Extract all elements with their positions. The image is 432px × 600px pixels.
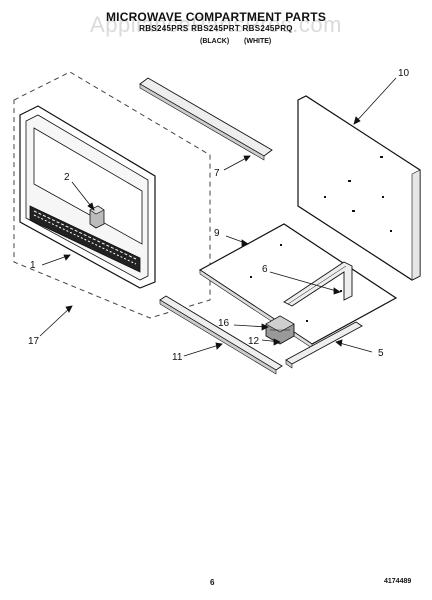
air-duct <box>283 261 353 307</box>
model-numbers: RBS245PRS RBS245PRT RBS245PRQ <box>139 24 293 33</box>
rear-panel <box>297 95 421 281</box>
side-rail-right <box>285 321 363 369</box>
watermark: AppliancePartsPros.com <box>90 12 342 37</box>
callout-6: 6 <box>262 264 268 275</box>
callout-1: 1 <box>30 260 36 271</box>
callout-9: 9 <box>214 228 220 239</box>
callout-11: 11 <box>172 352 183 363</box>
callout-12: 12 <box>248 336 260 347</box>
top-trim-strip <box>139 77 273 161</box>
assembly-outline <box>13 71 211 319</box>
callout-7: 7 <box>214 168 220 179</box>
leader-lines <box>39 77 397 357</box>
callout-5: 5 <box>378 348 384 359</box>
callout-10: 10 <box>398 68 410 79</box>
document-number: 4174489 <box>384 578 412 585</box>
color-label-white: (WHITE) <box>244 38 272 45</box>
page-title: MICROWAVE COMPARTMENT PARTS <box>105 10 327 24</box>
callout-17: 17 <box>28 336 40 347</box>
color-label-black: (BLACK) <box>200 38 230 45</box>
side-rail-left <box>159 295 283 375</box>
page-number: 6 <box>210 578 215 587</box>
callout-2: 2 <box>64 172 70 183</box>
fan-motor-assembly <box>265 315 295 345</box>
callout-16: 16 <box>218 318 230 329</box>
door-latch <box>89 205 105 229</box>
door-frame <box>19 105 156 289</box>
